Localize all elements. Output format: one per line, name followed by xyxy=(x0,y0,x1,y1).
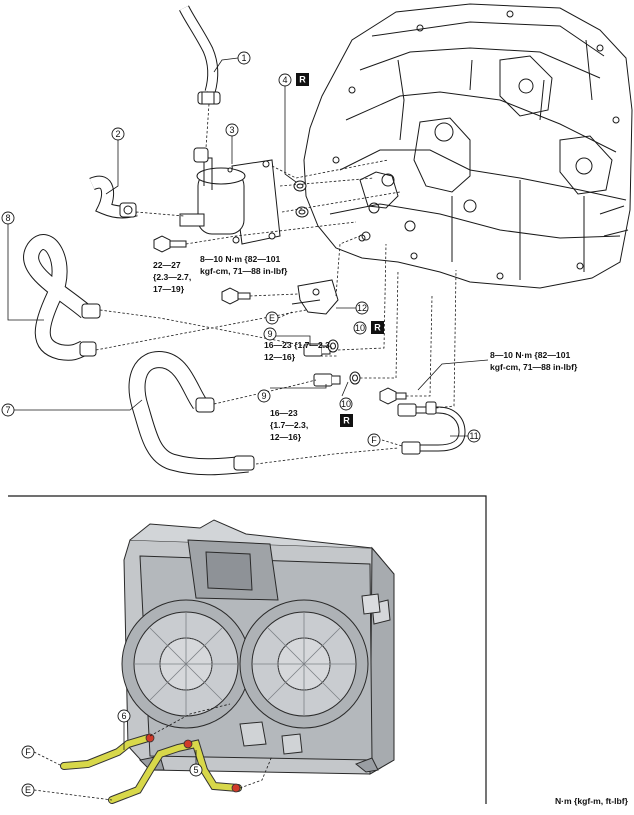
torque-union-9a: 16—23 {1.7—2.3, 12—16} xyxy=(264,340,332,362)
pipe-6 xyxy=(60,733,155,770)
callout-F-bottom: F xyxy=(21,745,35,759)
svg-text:F: F xyxy=(371,435,377,445)
hose-2 xyxy=(89,175,138,219)
gasket-10a xyxy=(327,339,339,353)
replace-mark-10a: R xyxy=(371,321,384,334)
transaxle-case xyxy=(303,3,633,289)
callout-3: 3 xyxy=(225,123,239,137)
replace-mark-10b: R xyxy=(340,414,353,427)
callout-6: 6 xyxy=(117,709,131,723)
svg-text:E: E xyxy=(269,313,275,323)
hose-1 xyxy=(179,5,221,105)
svg-text:10: 10 xyxy=(355,323,365,333)
callout-E-bottom: E xyxy=(21,783,35,797)
callout-11: 11 xyxy=(467,429,481,443)
union-bolt-9b xyxy=(313,373,341,387)
pipe-5 xyxy=(108,739,242,804)
svg-text:22—27: 22—27 xyxy=(153,260,181,270)
svg-text:R: R xyxy=(299,75,306,85)
svg-text:12—16}: 12—16} xyxy=(270,432,302,442)
callout-9a: 9 xyxy=(263,327,277,341)
bracket-12 xyxy=(291,279,339,315)
torque-union-9b: 16—23 {1.7—2.3, 12—16} xyxy=(270,408,308,442)
gasket-10b xyxy=(349,371,361,385)
bolt-11 xyxy=(379,387,407,405)
svg-text:17—19}: 17—19} xyxy=(153,284,185,294)
callout-8: 8 xyxy=(1,211,15,225)
callout-5: 5 xyxy=(189,763,203,777)
torque-pipe-11: 8—10 N·m {82—101 kgf-cm, 71—88 in-lbf} xyxy=(490,350,578,372)
svg-text:12: 12 xyxy=(357,303,367,313)
svg-text:10: 10 xyxy=(341,399,351,409)
svg-text:5: 5 xyxy=(193,765,198,775)
svg-text:6: 6 xyxy=(121,711,126,721)
svg-text:E: E xyxy=(25,785,31,795)
svg-text:kgf-cm, 71—88 in-lbf}: kgf-cm, 71—88 in-lbf} xyxy=(490,362,578,372)
svg-text:8: 8 xyxy=(5,213,10,223)
callout-10a: 10 xyxy=(353,321,367,335)
callout-10b: 10 xyxy=(339,397,353,411)
svg-text:3: 3 xyxy=(229,125,234,135)
svg-text:2: 2 xyxy=(115,129,120,139)
callout-12: 12 xyxy=(355,301,369,315)
oil-cooler xyxy=(179,147,281,245)
svg-text:4: 4 xyxy=(282,75,287,85)
svg-text:F: F xyxy=(25,747,31,757)
svg-text:R: R xyxy=(343,416,350,426)
leader-lines xyxy=(95,103,457,465)
pipe-11 xyxy=(397,401,466,455)
torque-bolt-3: 22—27 {2.3—2.7, 17—19} xyxy=(153,260,191,294)
svg-text:8—10 N·m {82—101: 8—10 N·m {82—101 xyxy=(200,254,280,264)
seal-4 xyxy=(293,180,309,218)
callout-7: 7 xyxy=(1,403,15,417)
svg-text:7: 7 xyxy=(5,405,10,415)
svg-text:16—23 {1.7—2.3,: 16—23 {1.7—2.3, xyxy=(264,340,332,350)
hose-8 xyxy=(23,234,101,361)
svg-text:9: 9 xyxy=(261,391,266,401)
callout-4: 4 xyxy=(278,73,292,87)
replace-mark-4: R xyxy=(296,73,309,86)
torque-leader-11 xyxy=(417,359,489,391)
svg-text:1: 1 xyxy=(241,53,246,63)
svg-text:9: 9 xyxy=(267,329,272,339)
radiator-assembly xyxy=(121,519,395,775)
detail-frame xyxy=(8,495,487,804)
callout-E-top: E xyxy=(265,311,279,325)
hose-7 xyxy=(128,351,255,476)
svg-text:16—23: 16—23 xyxy=(270,408,298,418)
svg-text:{1.7—2.3,: {1.7—2.3, xyxy=(270,420,308,430)
bottom-leaders xyxy=(33,703,273,801)
bolt-bracket xyxy=(221,287,251,305)
callout-F-top: F xyxy=(367,433,381,447)
svg-text:11: 11 xyxy=(469,431,478,441)
torque-bracket-12: 8—10 N·m {82—101 kgf-cm, 71—88 in-lbf} xyxy=(200,254,288,276)
callout-2: 2 xyxy=(111,127,125,141)
callout-1: 1 xyxy=(237,51,251,65)
svg-text:8—10 N·m {82—101: 8—10 N·m {82—101 xyxy=(490,350,570,360)
svg-text:kgf-cm, 71—88 in-lbf}: kgf-cm, 71—88 in-lbf} xyxy=(200,266,288,276)
svg-text:R: R xyxy=(374,323,381,333)
bolt-3 xyxy=(153,235,187,253)
callout-9b: 9 xyxy=(257,389,271,403)
unit-legend: N·m {kgf-m, ft-lbf} xyxy=(555,796,629,806)
svg-text:{2.3—2.7,: {2.3—2.7, xyxy=(153,272,191,282)
svg-text:12—16}: 12—16} xyxy=(264,352,296,362)
